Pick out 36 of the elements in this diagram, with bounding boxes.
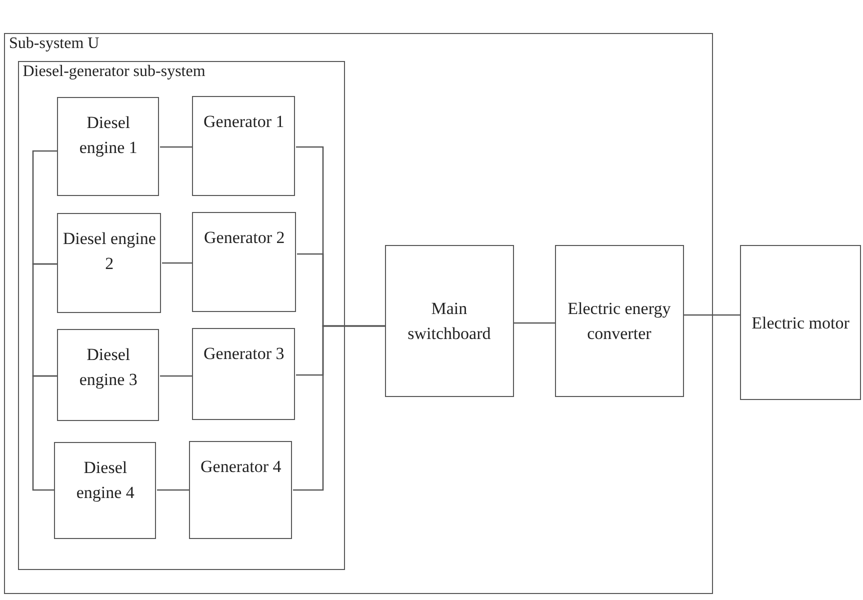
process-box bbox=[57, 97, 160, 196]
box-label: Diesel engine 1 bbox=[78, 112, 138, 160]
group-frame bbox=[4, 33, 713, 594]
group-heading: Sub-system U bbox=[9, 34, 100, 54]
connector-line bbox=[32, 150, 58, 265]
group-heading: Diesel-generator sub-system bbox=[22, 62, 206, 82]
box-label: Diesel engine 4 bbox=[75, 457, 136, 504]
connector-line bbox=[157, 489, 190, 491]
connector-line bbox=[160, 375, 193, 377]
box-label: Electric motor bbox=[750, 312, 850, 334]
connector-line bbox=[684, 314, 740, 316]
box-label: Generator 3 bbox=[202, 343, 286, 366]
box-label: Diesel engine 3 bbox=[78, 344, 138, 392]
box-label: Diesel engine 2 bbox=[62, 228, 157, 276]
connector-line bbox=[293, 325, 385, 491]
box-label: Generator 1 bbox=[202, 111, 286, 134]
process-box bbox=[57, 329, 160, 422]
box-label: Main switchboard bbox=[406, 298, 492, 345]
box-label: Generator 4 bbox=[200, 456, 282, 478]
box-label: Generator 2 bbox=[203, 227, 286, 250]
connector-line bbox=[32, 263, 58, 377]
process-box bbox=[192, 212, 296, 312]
connector-line bbox=[162, 262, 193, 264]
process-box bbox=[189, 441, 292, 540]
group-frame bbox=[18, 60, 345, 570]
box-label: Electric energy converter bbox=[566, 298, 672, 345]
process-box bbox=[57, 213, 162, 314]
connector-line bbox=[514, 322, 555, 324]
process-box bbox=[740, 245, 861, 400]
connector-line bbox=[32, 375, 58, 491]
process-box bbox=[192, 328, 296, 420]
connector-line bbox=[160, 146, 193, 148]
process-box bbox=[54, 442, 156, 540]
process-box bbox=[384, 244, 514, 397]
process-box bbox=[192, 96, 296, 196]
process-box bbox=[554, 244, 684, 397]
